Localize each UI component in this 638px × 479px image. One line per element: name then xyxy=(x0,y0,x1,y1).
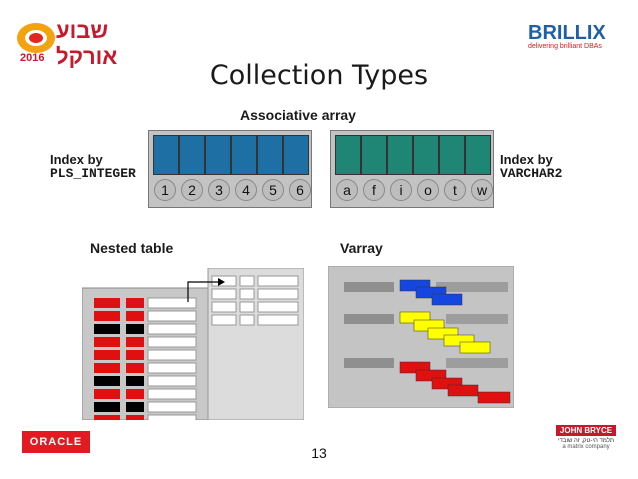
nested-cell xyxy=(126,324,144,334)
assoc-int-cell xyxy=(179,135,205,175)
index-left-label: Index by xyxy=(50,152,103,167)
nested-cell xyxy=(126,415,144,420)
nested-cell xyxy=(94,389,120,399)
page-number: 13 xyxy=(0,445,638,461)
jb-logo-title: JOHN BRYCE xyxy=(556,425,616,436)
nested-side-cell xyxy=(258,289,298,299)
int-key: 1 xyxy=(154,179,176,201)
char-key: a xyxy=(336,179,358,201)
nested-cell xyxy=(126,350,144,360)
index-right-label: Index by xyxy=(500,152,553,167)
nested-cell xyxy=(148,298,196,308)
nested-side-cell xyxy=(258,276,298,286)
assoc-char-keys: a f i o t w xyxy=(336,179,498,201)
assoc-array-varchar: a f i o t w xyxy=(330,130,494,208)
char-key: f xyxy=(363,179,385,201)
nested-cell xyxy=(94,324,120,334)
nested-cell xyxy=(148,415,196,420)
nested-cell xyxy=(148,337,196,347)
index-left-type: PLS_INTEGER xyxy=(50,166,136,181)
nested-cell xyxy=(148,376,196,386)
nested-cell xyxy=(94,363,120,373)
index-right-type: VARCHAR2 xyxy=(500,166,562,181)
char-key: i xyxy=(390,179,412,201)
brillix-logo: BRILLIX delivering brilliant DBAs xyxy=(528,22,606,50)
nested-cell xyxy=(94,376,120,386)
nested-side-cell xyxy=(240,302,254,312)
char-key: o xyxy=(417,179,439,201)
nested-side-cell xyxy=(258,302,298,312)
char-key: t xyxy=(444,179,466,201)
nested-side-cell xyxy=(240,276,254,286)
nested-cell xyxy=(148,311,196,321)
assoc-int-cells xyxy=(153,135,309,175)
assoc-char-cell xyxy=(439,135,465,175)
slide-title: Collection Types xyxy=(0,60,638,91)
nested-cell xyxy=(126,337,144,347)
int-key: 4 xyxy=(235,179,257,201)
nested-cell xyxy=(148,324,196,334)
int-key: 3 xyxy=(208,179,230,201)
char-key: w xyxy=(471,179,493,201)
nested-cell xyxy=(148,363,196,373)
nested-cell xyxy=(126,402,144,412)
nested-cell xyxy=(126,298,144,308)
nested-side-cell xyxy=(212,289,236,299)
nested-cell xyxy=(126,311,144,321)
assoc-char-cells xyxy=(335,135,491,175)
nested-side-cell xyxy=(258,315,298,325)
nested-cell xyxy=(148,350,196,360)
assoc-int-cell xyxy=(283,135,309,175)
nested-side-cell xyxy=(212,276,236,286)
assoc-char-cell xyxy=(361,135,387,175)
assoc-int-cell xyxy=(205,135,231,175)
nested-cell xyxy=(148,402,196,412)
assoc-int-cell xyxy=(153,135,179,175)
assoc-char-cell xyxy=(335,135,361,175)
nested-cell xyxy=(94,350,120,360)
brillix-tagline: delivering brilliant DBAs xyxy=(528,43,606,50)
brillix-name: BRILLIX xyxy=(528,22,606,45)
nested-cell xyxy=(94,298,120,308)
varray-label: Varray xyxy=(340,240,383,256)
nested-table-diagram xyxy=(82,268,304,425)
nested-side-cell xyxy=(212,315,236,325)
nested-cell xyxy=(94,402,120,412)
nested-cell xyxy=(126,376,144,386)
assoc-char-cell xyxy=(465,135,491,175)
nested-table-label: Nested table xyxy=(90,240,173,256)
assoc-array-integer: 1 2 3 4 5 6 xyxy=(148,130,312,208)
nested-cell xyxy=(94,337,120,347)
assoc-int-cell xyxy=(231,135,257,175)
assoc-int-keys: 1 2 3 4 5 6 xyxy=(154,179,316,201)
int-key: 2 xyxy=(181,179,203,201)
nested-cell xyxy=(94,415,120,420)
nested-side-cell xyxy=(240,289,254,299)
jb-logo-sub: a matrix company xyxy=(556,444,616,450)
nested-cell xyxy=(148,389,196,399)
int-key: 6 xyxy=(289,179,311,201)
nested-side-cell xyxy=(212,302,236,312)
assoc-char-cell xyxy=(387,135,413,175)
assoc-char-cell xyxy=(413,135,439,175)
nested-cell xyxy=(126,389,144,399)
nested-cell xyxy=(94,311,120,321)
assoc-int-cell xyxy=(257,135,283,175)
associative-array-label: Associative array xyxy=(240,107,356,123)
int-key: 5 xyxy=(262,179,284,201)
john-bryce-logo: JOHN BRYCE תלמד הי-טק, זה שובדי a matrix… xyxy=(556,425,616,457)
nested-cell xyxy=(126,363,144,373)
nested-side-cell xyxy=(240,315,254,325)
varray-diagram xyxy=(328,266,514,413)
